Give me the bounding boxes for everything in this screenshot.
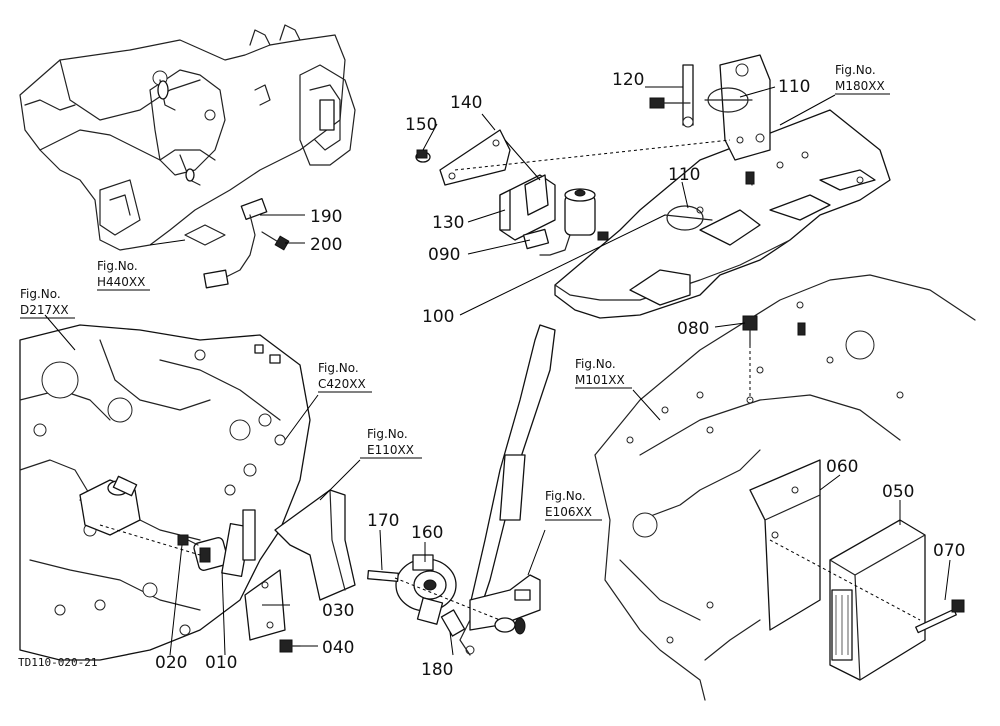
fig-label-m101: Fig.No. [575, 357, 616, 371]
callout-090: 090 [428, 245, 460, 265]
fig-label-h440: Fig.No. [97, 259, 138, 273]
fig-ref-m180: M180XX [835, 79, 885, 93]
callout-030: 030 [322, 601, 354, 621]
callout-130: 130 [432, 213, 464, 233]
callout-180: 180 [421, 660, 453, 680]
callout-110-top: 110 [778, 77, 810, 97]
fig-label-c420: Fig.No. [318, 361, 359, 375]
figure-references: Fig.No. H440XX Fig.No. D217XX Fig.No. C4… [20, 63, 890, 521]
callout-070: 070 [933, 541, 965, 561]
callout-040: 040 [322, 638, 354, 658]
fig-ref-e106: E106XX [545, 505, 592, 519]
fig-label-m180: Fig.No. [835, 63, 876, 77]
fig-label-e106: Fig.No. [545, 489, 586, 503]
leader-lines [44, 86, 951, 656]
engine-block-assembly [19, 324, 311, 661]
callout-150: 150 [405, 115, 437, 135]
fig-ref-e110: E110XX [367, 443, 414, 457]
fig-ref-d217: D217XX [20, 303, 69, 317]
bracket-e110 [274, 489, 356, 601]
fig-ref-h440: H440XX [97, 275, 145, 289]
solenoid-bracket-assembly [415, 129, 609, 256]
frame-assembly-m180 [554, 54, 891, 319]
fig-ref-m101: M101XX [575, 373, 625, 387]
diagram-code: TD110-020-21 [18, 656, 97, 669]
callout-010: 010 [205, 653, 237, 673]
callout-020: 020 [155, 653, 187, 673]
callout-140: 140 [450, 93, 482, 113]
callout-170: 170 [367, 511, 399, 531]
callout-060: 060 [826, 457, 858, 477]
callout-050: 050 [882, 482, 914, 502]
fig-ref-c420: C420XX [318, 377, 366, 391]
fig-label-d217: Fig.No. [20, 287, 61, 301]
callout-110-lower: 110 [668, 165, 700, 185]
callout-200: 200 [310, 235, 342, 255]
callout-120: 120 [612, 70, 644, 90]
callout-080: 080 [677, 319, 709, 339]
callout-190: 190 [310, 207, 342, 227]
frame-assembly-h440 [19, 24, 356, 289]
callout-100: 100 [422, 307, 454, 327]
callout-160: 160 [411, 523, 443, 543]
lever-assembly-e106 [367, 324, 556, 656]
part-callouts: 190 200 140 150 130 090 100 120 110 110 … [155, 70, 965, 680]
fig-label-e110: Fig.No. [367, 427, 408, 441]
frame-assembly-m101 [594, 274, 976, 701]
